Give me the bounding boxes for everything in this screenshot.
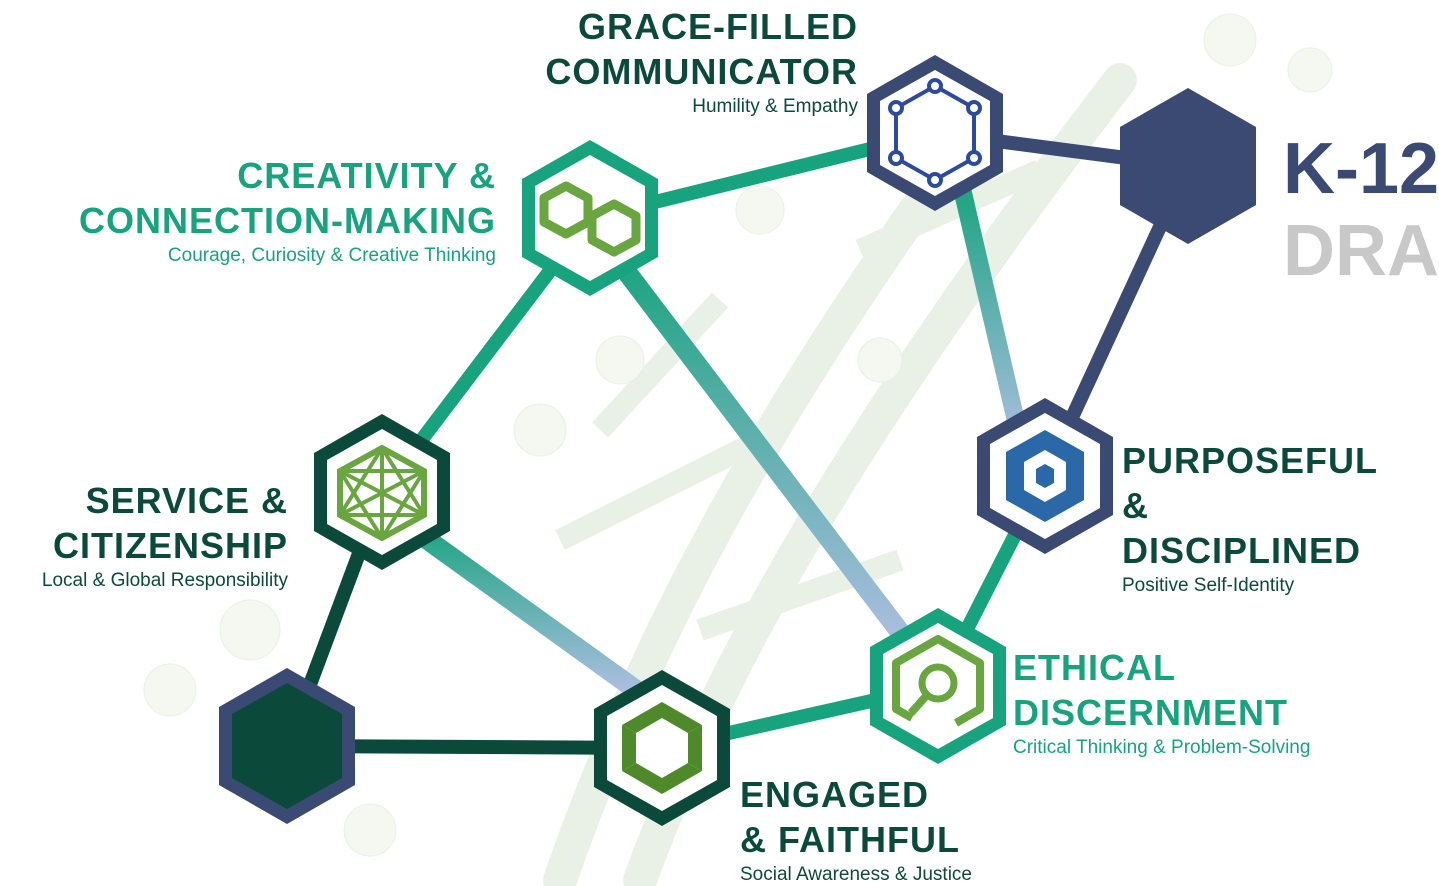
creativity-label: CREATIVITY & CONNECTION-MAKING Courage, … <box>20 153 496 265</box>
grace-title-1: GRACE-FILLED <box>578 6 858 47</box>
service-title-1: SERVICE & <box>85 480 288 521</box>
grace-label: GRACE-FILLED COMMUNICATOR Humility & Emp… <box>500 4 858 116</box>
creativity-node <box>522 140 658 296</box>
geodesic-cube-icon <box>337 444 427 542</box>
benzene-ring-icon <box>888 78 982 188</box>
engaged-node <box>594 670 730 826</box>
magnifier-hexagon-icon <box>892 635 984 727</box>
purposeful-label: PURPOSEFUL & DISCIPLINED Positive Self-I… <box>1122 438 1401 595</box>
solid-navy-hexagon <box>1120 88 1256 244</box>
creativity-title-2: CONNECTION-MAKING <box>79 200 496 241</box>
engaged-subtitle: Social Awareness & Justice <box>740 864 972 885</box>
service-label: SERVICE & CITIZENSHIP Local & Global Res… <box>4 478 288 590</box>
header-line-1: K-12 <box>1283 129 1439 209</box>
grace-title-2: COMMUNICATOR <box>545 51 858 92</box>
solid-dark-green-hexagon <box>219 668 355 824</box>
ethical-node <box>870 608 1006 764</box>
header-title: K-12 DRA <box>1283 128 1439 292</box>
edge-service-engaged <box>394 511 656 709</box>
creativity-subtitle: Courage, Curiosity & Creative Thinking <box>167 245 496 266</box>
engaged-title-1: ENGAGED <box>740 774 930 815</box>
purposeful-node <box>977 398 1113 554</box>
ethical-title-1: ETHICAL <box>1013 647 1176 688</box>
ethical-label: ETHICAL DISCERNMENT Critical Thinking & … <box>1013 645 1398 757</box>
ethical-subtitle: Critical Thinking & Problem-Solving <box>1013 737 1311 758</box>
purposeful-title-1: PURPOSEFUL & <box>1122 440 1378 526</box>
header-line-2: DRA <box>1283 211 1439 291</box>
grace-subtitle: Humility & Empathy <box>692 96 858 117</box>
competency-network-diagram <box>143 13 1333 886</box>
edge-grace-purposeful <box>951 177 1034 463</box>
service-node <box>314 414 450 570</box>
ethical-title-2: DISCERNMENT <box>1013 692 1289 733</box>
shutter-aperture-icon <box>622 702 702 794</box>
creativity-title-1: CREATIVITY & <box>237 155 496 196</box>
edge-creativity-ethical <box>602 243 933 672</box>
service-subtitle: Local & Global Responsibility <box>41 570 288 591</box>
nested-hexagon-icon <box>1006 430 1084 522</box>
engaged-title-2: & FAITHFUL <box>740 819 960 860</box>
engaged-label: ENGAGED & FAITHFUL Social Awareness & Ju… <box>740 772 1040 884</box>
purposeful-subtitle: Positive Self-Identity <box>1122 575 1295 596</box>
purposeful-title-2: DISCIPLINED <box>1122 530 1362 571</box>
infinity-link-icon <box>539 181 641 257</box>
grace-node <box>867 55 1003 211</box>
service-title-2: CITIZENSHIP <box>52 525 288 566</box>
